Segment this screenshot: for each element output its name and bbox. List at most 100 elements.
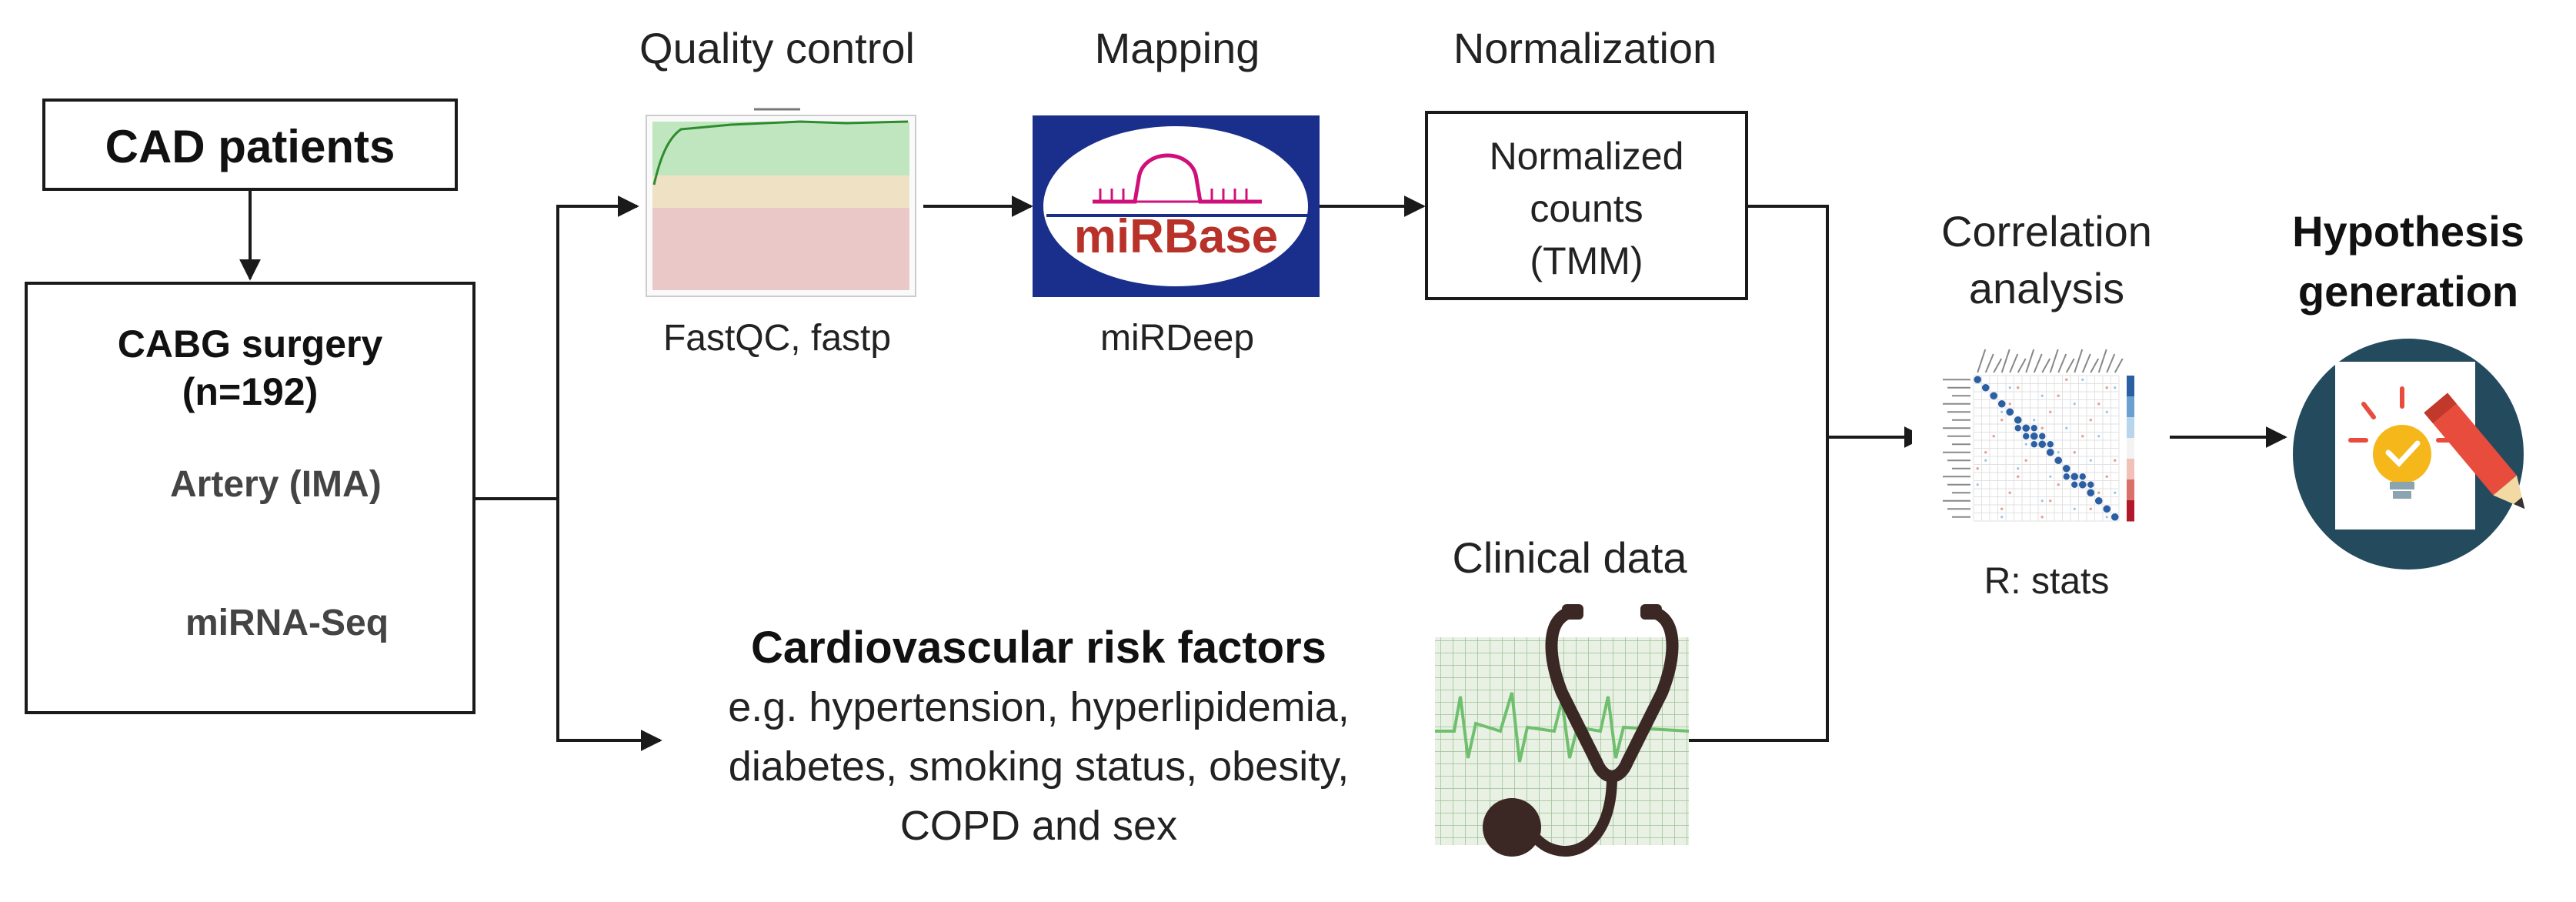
corr-cell (1974, 376, 1982, 384)
corr-cell (2049, 475, 2052, 478)
corr-cell (2087, 481, 2094, 488)
corr-cell (2017, 467, 2020, 470)
corr-cell (2030, 425, 2037, 432)
corr-cell (1981, 383, 1990, 392)
connectors (239, 191, 2287, 751)
corr-cell (2064, 378, 2068, 382)
norm-connector (1748, 205, 1829, 437)
corr-cell (2040, 515, 2044, 519)
norm-line1: Normalized (1489, 135, 1684, 178)
corr-cell (2087, 489, 2095, 497)
corr-cell (1990, 392, 1998, 400)
corr-cell (2103, 505, 2111, 513)
corr-cell (2022, 424, 2030, 433)
corr-cell (2105, 516, 2108, 519)
corr-cell (2033, 419, 2036, 422)
cad-patients-title: CAD patients (105, 121, 395, 172)
corr-cell (2024, 443, 2027, 446)
corr-cell (2080, 434, 2084, 438)
caption-qc-tools: FastQC, fastp (662, 318, 892, 359)
corr-cell (2006, 408, 2014, 416)
caption-r-stats: R: stats (1984, 561, 2110, 602)
corr-cell (2040, 426, 2044, 430)
corr-cell (1984, 450, 1987, 454)
correlation-matrix-icon (1912, 329, 2166, 545)
corr-cell (2079, 473, 2086, 480)
mirbase-logo-icon (1033, 115, 1320, 297)
corr-cell (2057, 451, 2060, 454)
stethoscope-icon (1435, 604, 1690, 857)
cabg-box: CABG surgery (n=192) Artery (IMA) miRNA-… (25, 282, 475, 714)
risk-line2: diabetes, smoking status, obesity, (728, 743, 1350, 790)
corr-cell (2040, 394, 2044, 397)
corr-cell (2057, 394, 2060, 398)
corr-cell (2008, 386, 2011, 389)
corr-cell (2039, 433, 2046, 439)
corr-cell (1976, 483, 1979, 486)
arrow-to-qc (556, 195, 639, 499)
corr-cell (2063, 473, 2070, 480)
corr-cell (2105, 386, 2109, 389)
corr-cell (2070, 473, 2079, 481)
corr-cell (2073, 507, 2076, 510)
corr-cell (2071, 481, 2078, 488)
corr-cell (2038, 440, 2047, 449)
corr-cell (2089, 459, 2092, 462)
corr-cell (2062, 464, 2070, 473)
cad-patients-box: CAD patients (42, 99, 458, 191)
cabg-title: CABG surgery (117, 322, 383, 366)
normalized-counts-box: Normalized counts (TMM) (1425, 111, 1748, 300)
corr-cell (2014, 425, 2021, 432)
corr-cell (2097, 491, 2101, 495)
corr-cell (2030, 432, 2038, 440)
norm-line2: counts (1530, 187, 1643, 230)
corr-cell (2105, 475, 2109, 479)
norm-line3: (TMM) (1530, 239, 1643, 282)
corr-cell (2014, 416, 2022, 424)
corr-cell (2105, 410, 2108, 413)
stage-hypothesis-2: generation (2297, 267, 2519, 316)
corr-cell (2046, 448, 2054, 456)
artery-label: Artery (IMA) (170, 464, 382, 505)
corr-cell (2089, 507, 2093, 511)
clinical-connector (1689, 437, 1829, 742)
corr-cell (2114, 386, 2117, 389)
corr-cell (2016, 475, 2020, 479)
stage-correlation-2: analysis (1968, 264, 2125, 312)
arrow-to-risk (556, 499, 662, 751)
risk-line1: e.g. hypertension, hyperlipidemia, (728, 684, 1350, 730)
corr-cell (2111, 513, 2119, 521)
corr-cell (2023, 433, 2030, 439)
corr-cell (1976, 466, 1980, 470)
pencil-icon (2424, 393, 2525, 509)
stage-mapping: Mapping (1094, 24, 1260, 72)
stage-correlation-1: Correlation (1941, 207, 2152, 256)
corr-cell (2078, 480, 2087, 489)
corr-cell (1992, 434, 1996, 438)
qc-plot-icon (646, 108, 916, 297)
caption-mirdeep: miRDeep (1099, 318, 1255, 359)
corr-cell (1984, 459, 1987, 462)
mirbase-logo-text: miRBase (1073, 210, 1279, 263)
risk-line3: COPD and sex (899, 803, 1178, 849)
corr-cell (2057, 483, 2060, 486)
corr-cell (2008, 402, 2012, 406)
corr-cell (2114, 491, 2117, 494)
mirna-label: miRNA-Seq (185, 603, 389, 643)
corr-cell (2065, 426, 2068, 429)
stage-clinical-data: Clinical data (1452, 533, 1687, 582)
corr-cell (2113, 459, 2117, 463)
stage-normalization: Normalization (1453, 24, 1717, 72)
corr-cell (2000, 507, 2004, 511)
corr-cell (2097, 435, 2101, 438)
corr-cell (2024, 459, 2028, 463)
corr-cell (2081, 378, 2084, 381)
corr-cell (2047, 441, 2054, 448)
corr-cell (2000, 516, 2004, 519)
corr-cell (2073, 403, 2076, 406)
corr-cell (2000, 418, 2004, 422)
corr-cell (2030, 441, 2037, 448)
corr-cell (2048, 499, 2052, 503)
corr-cell (2008, 491, 2012, 495)
corr-cell (2054, 456, 2063, 465)
